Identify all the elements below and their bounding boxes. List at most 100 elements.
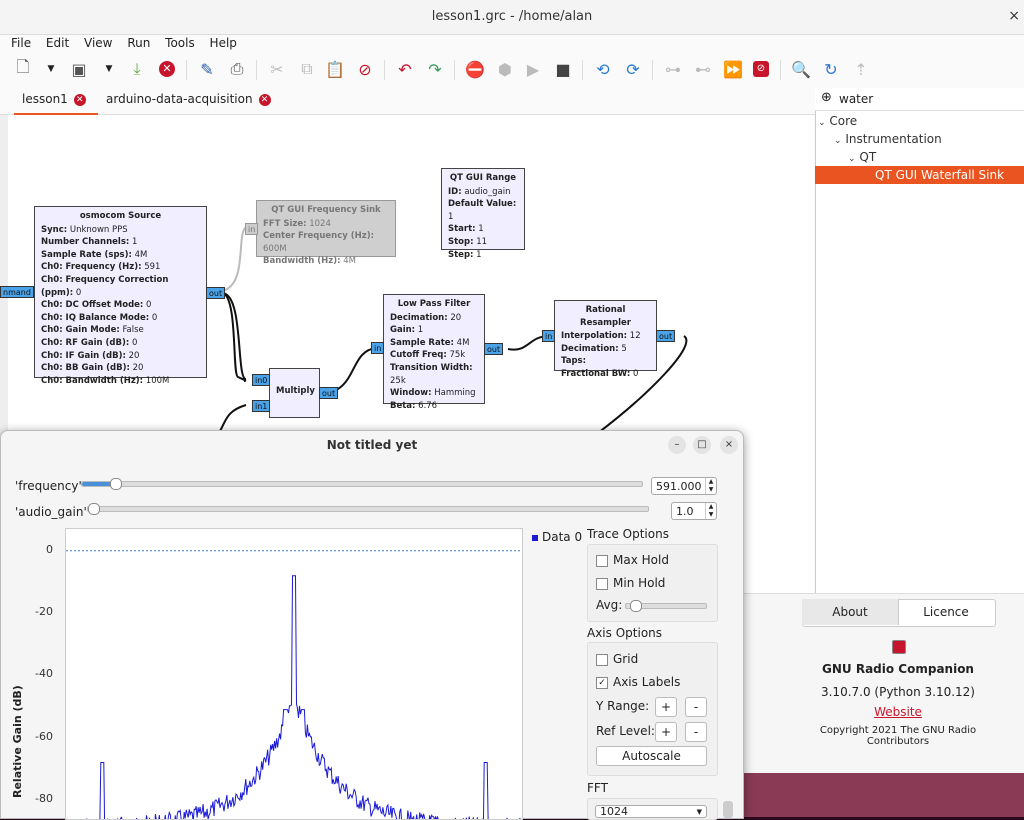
close-icon[interactable]: ✕ [73,93,86,106]
autoscale-button[interactable]: Autoscale [596,746,707,766]
tab-about[interactable]: About [802,599,899,625]
paste-icon[interactable]: 📋 [325,59,345,79]
frequency-slider[interactable] [81,478,643,490]
ref-level-plus-button[interactable]: + [655,722,677,742]
frequency-spinbox[interactable]: 591.000▲▼ [651,477,717,495]
osmocom-out-port[interactable]: out [206,287,226,299]
delete-icon[interactable]: ⊘ [358,59,372,79]
spin-arrows-icon[interactable]: ▲▼ [705,503,716,519]
new-file-icon[interactable]: 🗋 [16,56,30,76]
kill-icon[interactable]: ⊘ [750,58,772,80]
reload-icon[interactable]: ↻ [824,59,838,79]
spin-arrows-icon[interactable]: ▲▼ [705,478,716,494]
tab-arduino[interactable]: arduino-data-acquisition✕ [106,88,271,113]
ref-level-minus-button[interactable]: - [685,722,707,742]
tab-licence[interactable]: Licence [923,605,969,619]
slider-handle[interactable] [630,600,643,612]
stop-icon[interactable]: ■ [555,59,571,79]
param-value: 0 [131,337,138,348]
trace-options-group [587,544,718,622]
lpf-out-port[interactable]: out [484,343,504,355]
y-range-plus-button[interactable]: + [655,697,677,717]
checkbox[interactable] [596,577,608,590]
slider-handle[interactable] [88,503,100,515]
checkbox[interactable] [596,653,608,666]
chevron-down-icon[interactable]: ▼ [105,64,113,74]
menu-file[interactable]: File [11,36,32,50]
rotate-right-icon[interactable]: ⟳ [626,59,640,79]
lpf-in-port[interactable]: in [371,342,385,354]
y-range-minus-button[interactable]: - [685,697,707,717]
tab-lesson1[interactable]: lesson1✕ [14,88,98,115]
undo-icon[interactable]: ↶ [398,59,412,79]
checkbox[interactable] [596,554,608,567]
generate-icon[interactable]: ⬢ [498,59,512,79]
play-icon[interactable]: ▶ [526,59,540,79]
slider-handle[interactable] [109,478,122,490]
search-box[interactable]: ⊕ water [815,88,1024,111]
resampler-in-port[interactable]: in [542,330,556,342]
grid-checkbox[interactable]: Grid [596,652,638,666]
chevron-down-icon[interactable]: ▼ [47,64,55,74]
maximize-icon[interactable]: □ [693,436,711,454]
save-icon[interactable]: ⤓ [133,59,141,78]
cut-icon[interactable]: ✂ [270,59,284,79]
disable-hierarchy-icon[interactable]: ⊷ [695,59,711,79]
checkbox[interactable]: ✓ [596,676,608,689]
copy-icon[interactable]: ⧉ [301,59,313,78]
avg-slider[interactable] [625,600,707,612]
tree-item-core[interactable]: ⌄ Core [818,114,858,128]
open-folder-icon[interactable]: ▣ [71,59,87,79]
close-file-icon[interactable]: ✕ [156,58,178,80]
resampler-out-port[interactable]: out [656,330,676,342]
min-hold-checkbox[interactable]: Min Hold [596,576,665,590]
audio-gain-spinbox[interactable]: 1.0▲▼ [671,502,717,520]
param-key: Ch0: IQ Balance Mode: [41,312,150,323]
website-link[interactable]: Website [874,705,922,719]
audio-gain-slider[interactable] [87,503,649,515]
freq-sink-in-port[interactable]: in [245,223,259,235]
fast-forward-icon[interactable]: ⏩ [723,59,743,79]
stop-circle-icon[interactable]: ⛔ [465,59,485,79]
hierarchy-icon[interactable]: ⊶ [665,59,681,79]
edit-icon[interactable]: ✎ [200,59,214,79]
tree-item-instrumentation[interactable]: ⌄ Instrumentation [834,132,942,146]
multiply-out-port[interactable]: out [319,387,339,399]
left-port[interactable]: nmand [0,286,34,298]
param-key: Beta: [390,400,416,411]
rotate-left-icon[interactable]: ⟲ [596,59,610,79]
search-input[interactable]: water [839,92,874,106]
upload-icon[interactable]: ⇡ [854,59,868,79]
axis-labels-checkbox[interactable]: ✓Axis Labels [596,675,680,689]
block-param: FFT Size: 1024 [263,218,389,231]
redo-icon[interactable]: ↷ [428,59,442,79]
menu-help[interactable]: Help [209,36,237,50]
block-param: Gain: 1 [390,324,478,337]
menu-view[interactable]: View [84,36,113,50]
menu-tools[interactable]: Tools [165,36,195,50]
print-icon[interactable]: ⎙ [230,59,244,78]
param-key: Sample Rate (sps): [41,249,132,260]
tree-item-qt[interactable]: ⌄ QT [848,150,877,164]
find-icon[interactable]: 🔍 [791,59,811,79]
plot-area[interactable] [65,528,523,820]
legend-swatch-icon [532,534,538,541]
fft-size-select[interactable]: 1024▼ [595,805,707,818]
multiply-in0-port[interactable]: in0 [252,374,271,386]
menu-edit[interactable]: Edit [45,36,70,50]
minimize-icon[interactable]: – [668,436,686,454]
menu-run[interactable]: Run [127,36,151,50]
multiply-block[interactable]: Multiply [269,368,320,418]
tree-item-waterfall-sink[interactable]: QT GUI Waterfall Sink [815,166,1024,184]
close-icon[interactable]: × [1008,8,1020,24]
scrollbar-thumb[interactable] [723,801,733,818]
close-icon[interactable]: ✕ [258,93,271,106]
close-icon[interactable]: × [720,436,738,454]
max-hold-checkbox[interactable]: Max Hold [596,553,669,567]
multiply-in1-port[interactable]: in1 [252,400,271,412]
